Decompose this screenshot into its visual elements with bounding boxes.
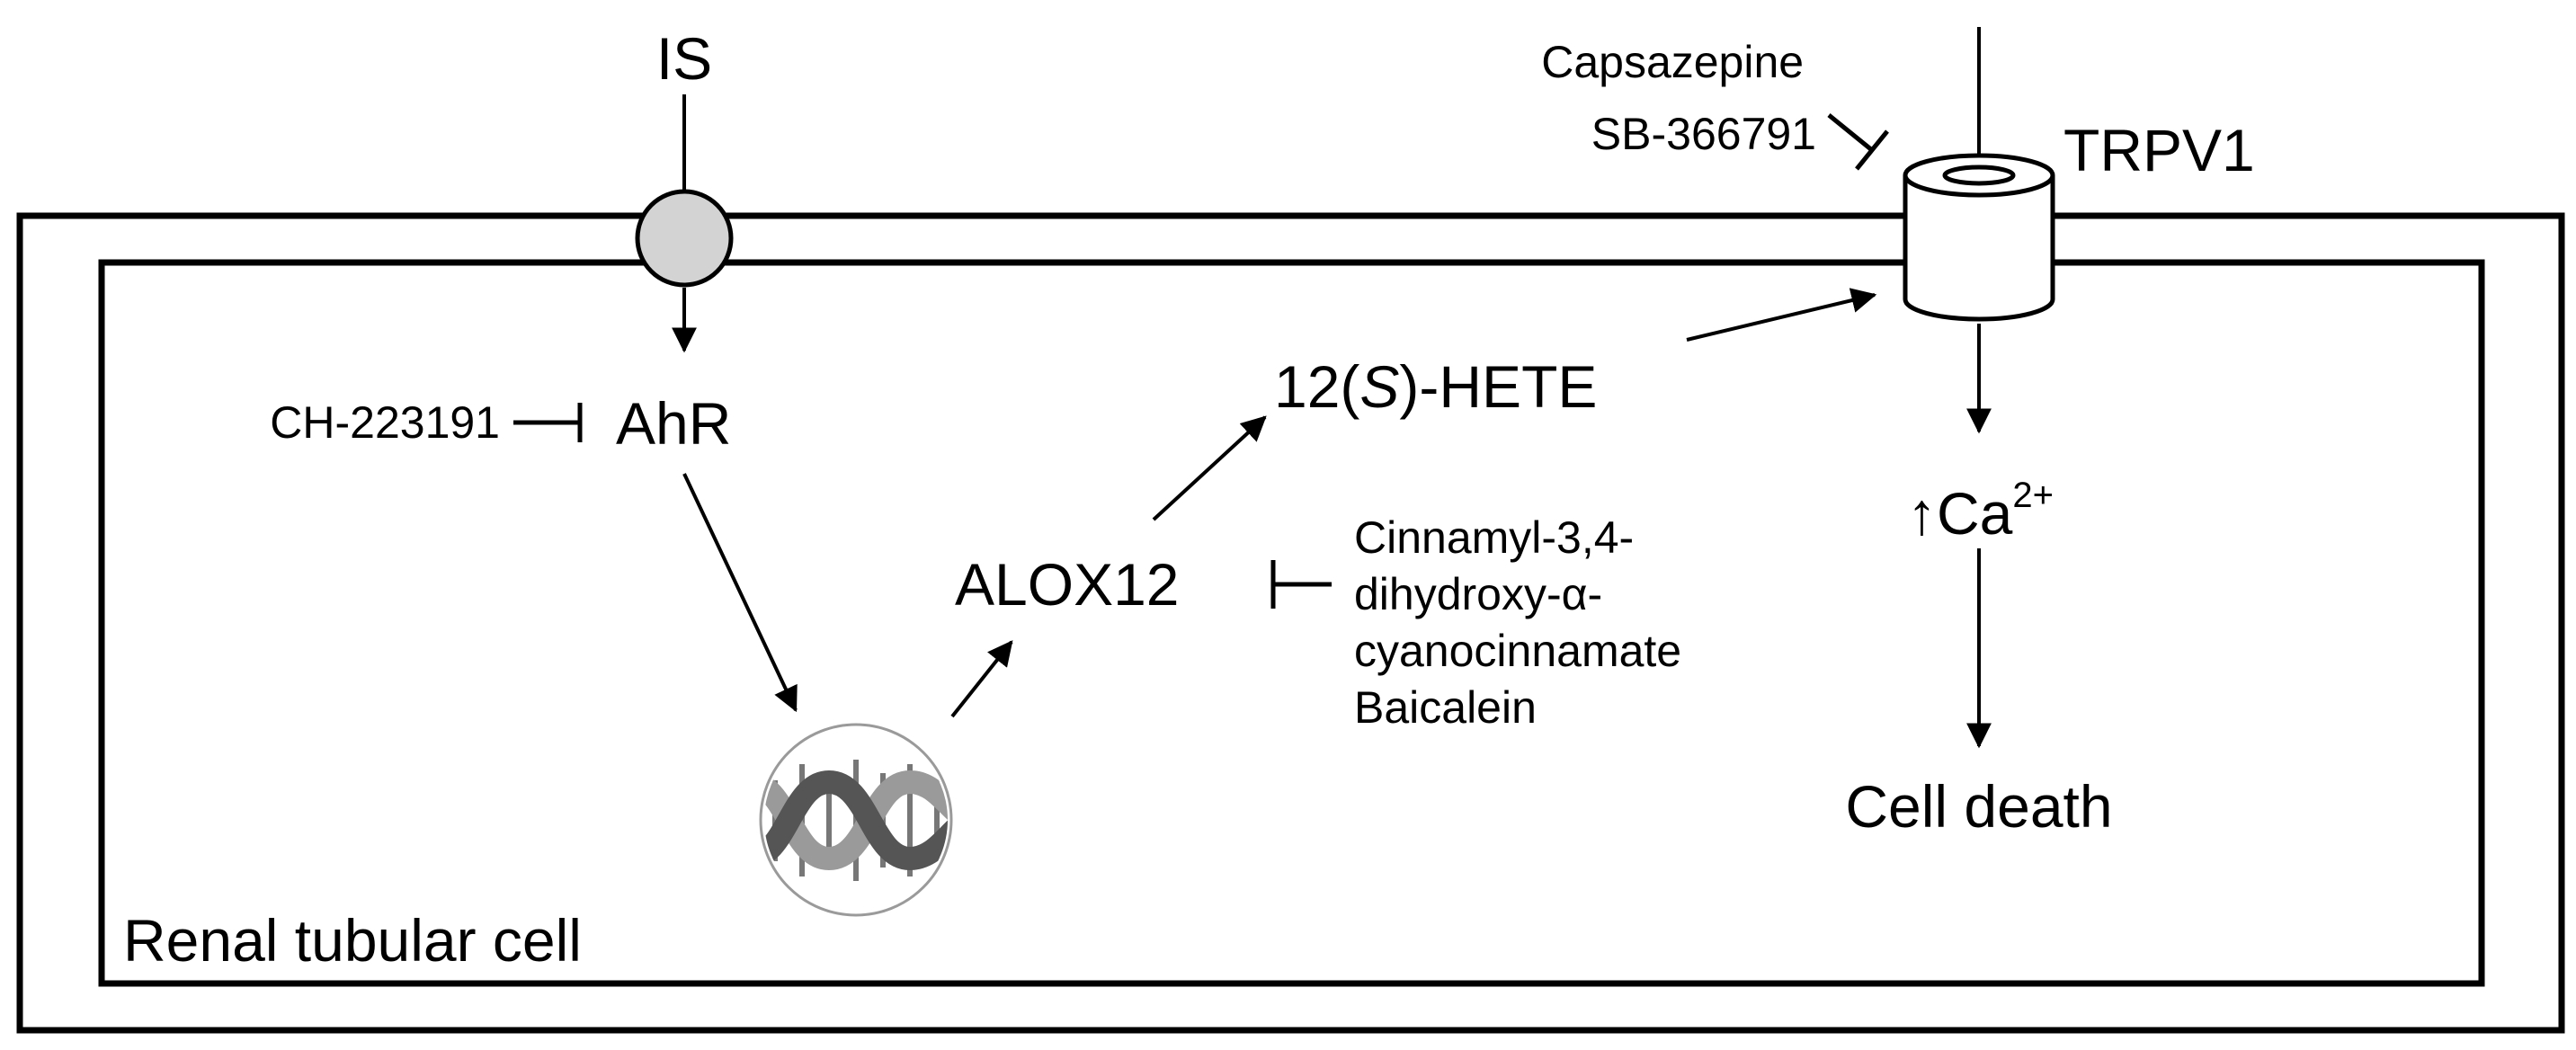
alox12-inhibitor-label: Cinnamyl-3,4- dihydroxy-α- cyanocinnamat… xyxy=(1354,512,1694,733)
alox12-inhibitor-line-2: dihydroxy-α- xyxy=(1354,569,1602,619)
ahr-label: AhR xyxy=(616,390,731,457)
hete-label-italic: S xyxy=(1359,353,1399,420)
dna-to-alox12-arrow xyxy=(950,640,1013,718)
grey-circle-transporter-icon xyxy=(635,189,734,288)
trpv1-inhibitor-label: Capsazepine SB-366791 xyxy=(1541,37,1816,159)
cell-name-label: Renal tubular cell xyxy=(123,907,582,974)
dna-double-helix-icon xyxy=(759,723,953,917)
calcium-label-main: ↑Ca xyxy=(1907,480,2013,547)
alox12-inhibitor-line-4: Baicalein xyxy=(1354,682,1537,733)
inner-membrane xyxy=(98,259,2485,987)
trpv1-label: TRPV1 xyxy=(2063,117,2255,183)
is-label: IS xyxy=(656,25,712,92)
alox12-inhibitor-line-1: Cinnamyl-3,4- xyxy=(1354,512,1634,563)
trpv1-inhibitor-capsazepine: Capsazepine xyxy=(1541,37,1804,87)
trpv1-inhibitor-sb366791: SB-366791 xyxy=(1591,109,1816,159)
alox12-label: ALOX12 xyxy=(955,551,1180,618)
trpv1-inhibition-bar xyxy=(1855,129,1889,171)
calcium-label-superscript: 2+ xyxy=(2012,476,2054,515)
hete-label-suffix: )-HETE xyxy=(1399,353,1597,420)
cell-death-label: Cell death xyxy=(1845,773,2112,840)
calcium-label: ↑Ca2+ xyxy=(1907,476,2054,547)
alox12-inhibitor-line-3: cyanocinnamate xyxy=(1354,626,1681,676)
hete-to-trpv1-arrow xyxy=(1686,288,1877,342)
trpv1-inhibition-line xyxy=(1827,113,1874,152)
ahr-to-dna-arrow xyxy=(682,473,798,713)
outer-membrane xyxy=(16,212,2565,1034)
alox12-to-hete-arrow xyxy=(1152,415,1267,521)
cylinder-channel-icon xyxy=(1903,153,2055,322)
hete-label-prefix: 12( xyxy=(1274,353,1359,420)
hete-label: 12(S)-HETE xyxy=(1274,353,1597,420)
ahr-inhibitor-label: CH-223191 xyxy=(270,397,500,448)
